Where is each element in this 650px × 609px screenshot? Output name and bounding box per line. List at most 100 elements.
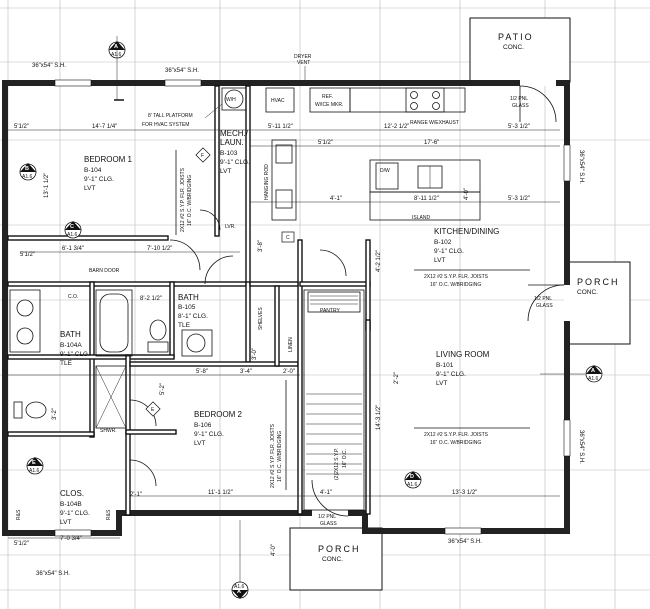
plan-text: 9'-1" CLG. bbox=[436, 371, 466, 378]
south-porch-label: PORCH bbox=[318, 544, 361, 554]
section-marker-a-bottom: A A1.6 bbox=[231, 520, 249, 599]
plan-text: 2X12 #2 S.Y.P. FLR. JOISTS bbox=[180, 167, 186, 232]
plan-text: KITCHEN/DINING bbox=[434, 227, 499, 236]
dim-text: 3'-4" bbox=[240, 369, 252, 375]
window-label-5: 36"x54" S.H. bbox=[36, 571, 70, 577]
plan-text: LVT bbox=[194, 440, 205, 447]
plan-text: HANGING ROD bbox=[264, 164, 270, 200]
room-kitchen-dining: KITCHEN/DINING B-102 9'-1" CLG. LVT 2X12… bbox=[424, 227, 499, 288]
tag-c: C bbox=[281, 231, 295, 243]
plan-text: 9'-1" CLG. bbox=[84, 176, 114, 183]
plan-text: A1.6 bbox=[588, 376, 599, 382]
laundry-fixtures: HANGING ROD bbox=[264, 139, 297, 221]
kitchen-counter-top bbox=[349, 87, 466, 113]
east-porch-conc-label: CONC. bbox=[577, 289, 598, 296]
south-porch-slab: PORCH CONC. bbox=[289, 527, 383, 591]
plan-text: B-103 bbox=[220, 150, 238, 157]
plan-text: A1.6 bbox=[234, 584, 245, 590]
dim-text: 5'-11 1/2" bbox=[268, 124, 293, 130]
plan-text: B-104A bbox=[60, 342, 82, 349]
room-bath-104a: BATH B-104A 9'-1" CLG. TLE bbox=[60, 330, 90, 367]
dim-text: 8'-2 1/2" bbox=[140, 296, 162, 302]
room-closet: CLOS. B-104B 9'-1" CLG. LVT bbox=[60, 489, 90, 526]
dim-text: 7'-0 3/4" bbox=[60, 536, 82, 542]
dim-text: 8'-11 1/2" bbox=[414, 196, 439, 202]
plan-text: 16" O.C. W/BRIDGING bbox=[430, 440, 481, 446]
plan-text: F bbox=[201, 153, 204, 159]
dim-text: 3'-2" bbox=[52, 408, 58, 420]
plan-text: 9'-1" CLG. bbox=[60, 351, 90, 358]
plan-text: BEDROOM 1 bbox=[84, 155, 133, 164]
plan-text: B-101 bbox=[436, 362, 454, 369]
plan-text: BATH bbox=[60, 330, 81, 339]
plan-text: CLOS. bbox=[60, 489, 84, 498]
plan-text: LAUN. bbox=[220, 138, 244, 147]
dim-text: 14'-3 1/2" bbox=[376, 405, 382, 430]
patio-conc-label: CONC. bbox=[503, 44, 524, 51]
barn-door-label: BARN DOOR bbox=[89, 268, 120, 274]
plan-text: B-102 bbox=[434, 239, 452, 246]
south-door-glass-2: GLASS bbox=[320, 521, 337, 527]
section-marker-e-left: E A1.6 bbox=[26, 457, 44, 475]
plan-text: 9'-1" CLG. bbox=[220, 159, 250, 166]
dim-text: 4'-0" bbox=[271, 544, 277, 556]
plan-text: B-104 bbox=[84, 167, 102, 174]
platform-note-2: FOR HVAC SYSTEM bbox=[142, 122, 189, 128]
plan-text: A1.6 bbox=[407, 482, 418, 488]
dim-text: 2'-2" bbox=[394, 372, 400, 384]
plan-text: A1.6 bbox=[111, 52, 122, 58]
tag-f: F bbox=[195, 147, 211, 163]
plan-text: A1.6 bbox=[22, 174, 33, 180]
plan-text: SHWR. bbox=[100, 428, 117, 434]
east-door-glass-2: GLASS bbox=[536, 303, 553, 309]
dim-text: 4'-1" bbox=[330, 196, 342, 202]
east-porch-label: PORCH bbox=[577, 277, 620, 287]
window-label-3: 36"x54" S.H. bbox=[578, 150, 584, 184]
louver-label: LVR. bbox=[225, 224, 236, 230]
plan-text: C bbox=[70, 224, 74, 230]
window-label-6: 36"x54" S.H. bbox=[448, 539, 482, 545]
dim-text: 2'-0" bbox=[283, 369, 295, 375]
plan-text: W/H bbox=[226, 97, 236, 103]
res-label-2: R&S bbox=[106, 509, 112, 520]
hvac-unit: HVAC bbox=[265, 87, 295, 113]
plan-text: BEDROOM 2 bbox=[194, 410, 243, 419]
room-living: LIVING ROOM B-101 9'-1" CLG. LVT 2X12 #2… bbox=[424, 350, 490, 446]
window-label-1: 36"x54" S.H. bbox=[32, 63, 66, 69]
section-marker-a-top: A A1.6 bbox=[108, 36, 126, 101]
plan-text: A bbox=[237, 589, 241, 595]
plan-text: W/ICE MKR. bbox=[315, 102, 343, 108]
patio-label: PATIO bbox=[498, 32, 534, 42]
patio-door-glass-1: 1/2 PNL bbox=[510, 96, 528, 102]
dim-text: 6'-1 3/4" bbox=[62, 246, 84, 252]
plan-text: C bbox=[286, 235, 290, 241]
dryer-vent-label-2: VENT bbox=[297, 60, 310, 66]
dim-text: 5'-3 1/2" bbox=[508, 124, 530, 130]
plan-text: A1.6 bbox=[67, 232, 78, 238]
plan-text: 2X12 #2 S.Y.P. FLR. JOISTS bbox=[424, 274, 489, 280]
dim-text: 13'-3 1/2" bbox=[452, 490, 477, 496]
plan-text: B-105 bbox=[178, 304, 196, 311]
south-porch-conc-label: CONC. bbox=[322, 556, 343, 563]
plan-text: LVT bbox=[434, 257, 445, 264]
section-marker-b-left: B A1.6 bbox=[19, 163, 37, 181]
south-door-glass-1: 1/2 PNL bbox=[318, 514, 336, 520]
plan-text: PANTRY bbox=[320, 308, 340, 314]
plan-text: 8'-1" CLG. bbox=[178, 313, 208, 320]
plan-text: B-104B bbox=[60, 501, 82, 508]
patio-slab: PATIO CONC. bbox=[469, 17, 571, 83]
dim-text: 7'-10 1/2" bbox=[147, 246, 172, 252]
dim-text: 11'-1 1/2" bbox=[208, 490, 233, 496]
patio-door-glass-2: GLASS bbox=[512, 103, 529, 109]
plan-text: BATH bbox=[178, 293, 199, 302]
plan-text: TLE bbox=[178, 322, 191, 329]
dim-text: 3'-8" bbox=[258, 240, 264, 252]
plan-text: E bbox=[151, 407, 155, 413]
bath-104a-fixtures: SHWR. bbox=[9, 289, 133, 434]
dim-text: 4'-0" bbox=[464, 188, 470, 200]
dim-text: 5'1/2" bbox=[14, 541, 29, 547]
range-label: RANGE W/EXHAUST bbox=[410, 120, 459, 126]
dim-text: 5'1/2" bbox=[318, 140, 333, 146]
linen-label: LINEN bbox=[288, 337, 294, 352]
